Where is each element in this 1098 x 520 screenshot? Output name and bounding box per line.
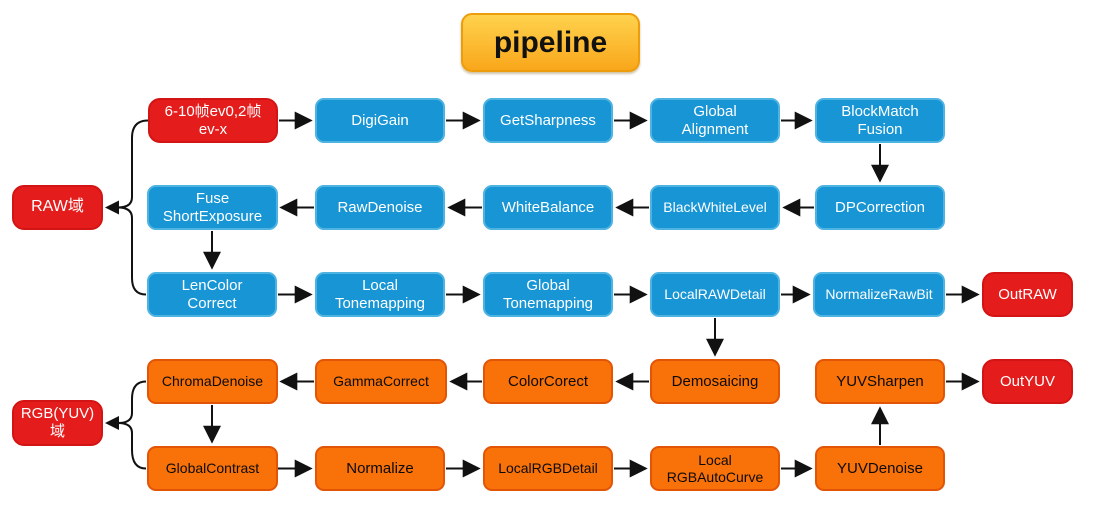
edge-brace-rgb-top bbox=[117, 380, 147, 424]
node-getsharpness: GetSharpness bbox=[483, 98, 613, 143]
edge-arrow-raw-domain bbox=[105, 200, 119, 215]
node-blockmatch-fusion: BlockMatch Fusion bbox=[815, 98, 945, 143]
node-gammacorrect: GammaCorrect bbox=[315, 359, 447, 404]
node-dpcorrection: DPCorrection bbox=[815, 185, 945, 230]
diagram-title: pipeline bbox=[461, 13, 640, 72]
edge-brace-rgb-bottom bbox=[117, 422, 147, 470]
node-digigain: DigiGain bbox=[315, 98, 445, 143]
node-normalize: Normalize bbox=[315, 446, 445, 491]
node-fuse-short-exposure: Fuse ShortExposure bbox=[147, 185, 278, 230]
node-rgb-yuv-domain: RGB(YUV) 域 bbox=[12, 400, 103, 446]
node-localrawdetail: LocalRAWDetail bbox=[650, 272, 780, 317]
node-demosaicing: Demosaicing bbox=[650, 359, 780, 404]
node-yuvdenoise: YUVDenoise bbox=[815, 446, 945, 491]
node-rawdenoise: RawDenoise bbox=[315, 185, 445, 230]
node-global-tonemapping: Global Tonemapping bbox=[483, 272, 613, 317]
node-normalizerawbit: NormalizeRawBit bbox=[813, 272, 945, 317]
edge-brace-raw-top bbox=[117, 119, 149, 209]
edge-arrow-rgb-domain bbox=[105, 416, 119, 430]
node-input-frames: 6-10帧ev0,2帧 ev-x bbox=[148, 98, 278, 143]
node-yuvsharpen: YUVSharpen bbox=[815, 359, 945, 404]
node-outraw: OutRAW bbox=[982, 272, 1073, 317]
node-outyuv: OutYUV bbox=[982, 359, 1073, 404]
node-chromadenoise: ChromaDenoise bbox=[147, 359, 278, 404]
node-whitebalance: WhiteBalance bbox=[483, 185, 613, 230]
node-raw-domain: RAW域 bbox=[12, 185, 103, 230]
edge-brace-raw-bottom bbox=[117, 206, 147, 296]
node-globalcontrast: GlobalContrast bbox=[147, 446, 278, 491]
node-lencolor-correct: LenColor Correct bbox=[147, 272, 277, 317]
node-localrgbdetail: LocalRGBDetail bbox=[483, 446, 613, 491]
node-colorcorect: ColorCorect bbox=[483, 359, 613, 404]
node-local-tonemapping: Local Tonemapping bbox=[315, 272, 445, 317]
node-blackwhitelevel: BlackWhiteLevel bbox=[650, 185, 780, 230]
node-local-rgbautocurve: Local RGBAutoCurve bbox=[650, 446, 780, 491]
node-global-alignment: Global Alignment bbox=[650, 98, 780, 143]
